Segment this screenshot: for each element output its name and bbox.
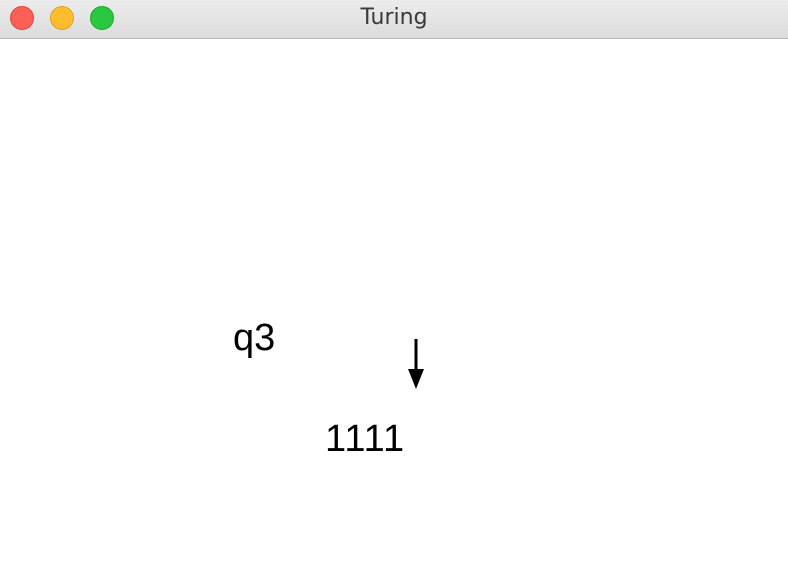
tape-content: 1111 xyxy=(325,418,406,460)
minimize-button[interactable] xyxy=(50,6,74,30)
state-label: q3 xyxy=(233,317,276,359)
window-title: Turing xyxy=(360,5,428,30)
maximize-button[interactable] xyxy=(90,6,114,30)
title-bar[interactable]: Turing xyxy=(0,0,788,39)
close-button[interactable] xyxy=(10,6,34,30)
canvas: q3 1111 xyxy=(0,39,788,580)
arrow-down-icon xyxy=(408,339,424,389)
